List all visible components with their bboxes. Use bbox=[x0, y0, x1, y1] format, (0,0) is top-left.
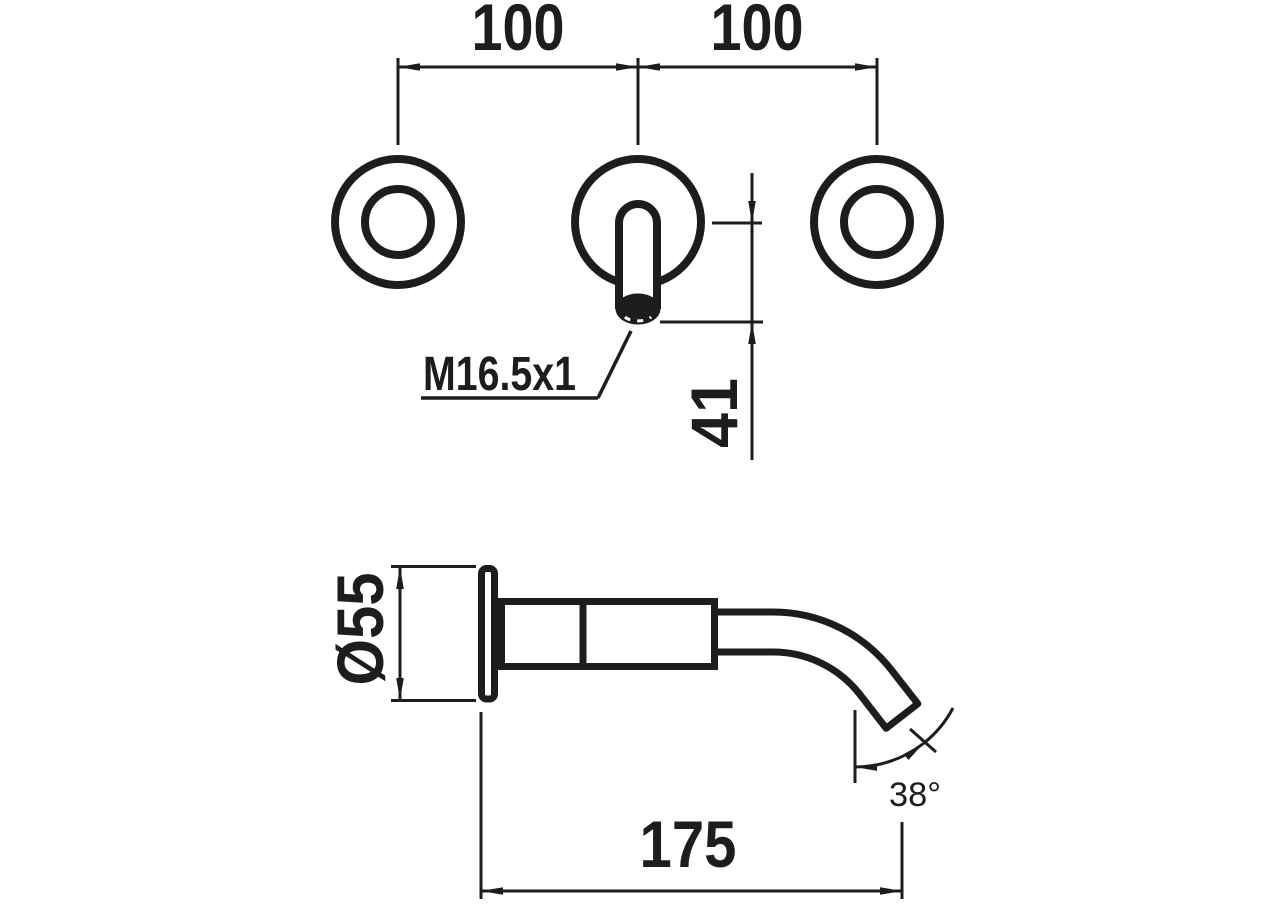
right-handle-inner-circle bbox=[840, 185, 914, 259]
left-handle-inner-circle bbox=[361, 185, 435, 259]
dimension-label-41: 41 bbox=[677, 378, 751, 448]
thread-leader-diagonal bbox=[596, 330, 633, 399]
spout-tube-front bbox=[615, 200, 661, 309]
escutcheon-plate-side bbox=[478, 565, 498, 703]
top-view: 100 100 bbox=[331, 0, 944, 460]
dimension-angle-38: 38° bbox=[853, 707, 955, 814]
right-handle-rosette bbox=[810, 155, 944, 289]
dimension-diameter-55: Ø55 bbox=[323, 565, 476, 702]
left-handle-outer-circle bbox=[331, 155, 465, 289]
thread-callout: M16.5x1 bbox=[421, 330, 633, 401]
spout-front-view bbox=[571, 155, 705, 325]
dimension-label-175: 175 bbox=[640, 807, 737, 881]
angle-arc-with-arrows bbox=[854, 742, 925, 771]
right-handle-outer-circle bbox=[810, 155, 944, 289]
dimension-label-100-left: 100 bbox=[472, 0, 565, 64]
side-view: Ø55 38° 175 bbox=[323, 565, 955, 899]
left-handle-rosette bbox=[331, 155, 465, 289]
angle-arc-extension bbox=[922, 707, 955, 745]
spout-side-profile bbox=[711, 608, 922, 732]
dimension-175: 175 bbox=[479, 712, 904, 899]
dimension-41: 41 bbox=[660, 173, 763, 460]
thread-label: M16.5x1 bbox=[423, 348, 576, 401]
angle-axis-tick bbox=[909, 727, 937, 754]
spout-body-side bbox=[498, 598, 718, 670]
dimension-label-38: 38° bbox=[889, 776, 941, 814]
spout-outlet-thread-dashes bbox=[623, 315, 653, 323]
dimension-label-100-right: 100 bbox=[711, 0, 804, 64]
dimension-label-55: Ø55 bbox=[323, 573, 397, 686]
